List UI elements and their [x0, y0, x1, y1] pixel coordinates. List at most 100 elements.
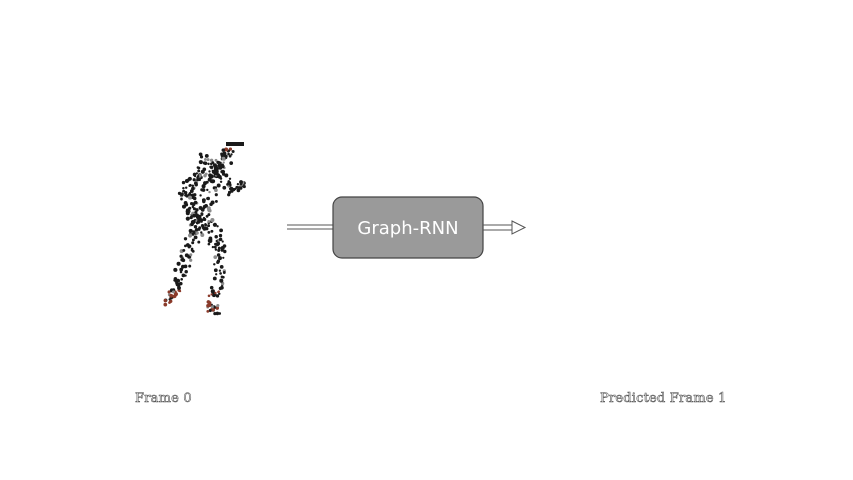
- point-cloud-dot: [218, 256, 222, 261]
- point-cloud-dot: [234, 187, 237, 191]
- point-cloud-dot: [209, 202, 213, 207]
- point-cloud-dot: [180, 278, 183, 281]
- point-cloud-dot: [181, 273, 186, 278]
- point-cloud-dot: [198, 226, 202, 230]
- point-cloud-dot: [217, 174, 222, 179]
- point-cloud-dot: [210, 175, 214, 179]
- point-cloud-dot: [228, 154, 232, 158]
- point-cloud-dot: [212, 163, 217, 168]
- point-cloud-dot: [219, 272, 222, 275]
- point-cloud-dot: [221, 240, 224, 243]
- point-cloud-dot: [223, 249, 227, 254]
- point-cloud-dot: [222, 256, 225, 259]
- point-cloud-dot: [224, 173, 229, 178]
- point-cloud-dot: [214, 171, 219, 176]
- point-cloud-dot: [207, 219, 211, 223]
- point-cloud-dot: [192, 213, 196, 218]
- point-cloud-dot: [208, 238, 213, 244]
- point-cloud-dot: [184, 244, 187, 248]
- point-cloud-dot: [219, 228, 224, 233]
- point-cloud-dot: [211, 245, 215, 249]
- point-cloud-dot: [176, 282, 181, 287]
- point-cloud-dot: [195, 208, 199, 212]
- point-cloud-dot: [204, 223, 207, 227]
- point-cloud-dot: [191, 193, 195, 198]
- point-cloud-dot: [192, 207, 196, 211]
- point-cloud-dot: [204, 153, 209, 158]
- point-cloud-dot: [189, 201, 194, 206]
- point-cloud-dot: [217, 248, 221, 252]
- point-cloud-dot: [229, 161, 234, 165]
- point-cloud-dot: [203, 217, 207, 222]
- point-cloud-dot: [208, 208, 212, 213]
- point-cloud-dot: [163, 302, 168, 307]
- point-cloud-dot: [218, 233, 223, 238]
- point-cloud-dot: [209, 165, 214, 169]
- point-cloud-dot: [183, 264, 188, 269]
- point-cloud-dot: [199, 155, 204, 159]
- point-cloud-dot: [236, 188, 241, 193]
- point-cloud-dot: [175, 278, 181, 283]
- point-cloud-dot: [207, 230, 211, 234]
- point-cloud-dot: [193, 181, 198, 186]
- point-cloud-dot: [214, 291, 217, 295]
- point-cloud-dot: [219, 265, 224, 269]
- point-cloud-dot: [182, 248, 186, 252]
- point-cloud-dot: [182, 186, 185, 190]
- point-cloud-dot: [183, 237, 188, 241]
- point-cloud-dot: [181, 204, 187, 209]
- point-cloud-dot: [215, 311, 220, 316]
- point-cloud-dot: [210, 305, 214, 309]
- point-cloud-dot: [196, 174, 200, 178]
- point-cloud-dot: [222, 161, 225, 164]
- point-cloud-dot: [188, 244, 191, 247]
- point-cloud-dot: [191, 241, 195, 245]
- point-cloud-dot: [212, 276, 217, 281]
- point-cloud-dot: [207, 242, 211, 246]
- point-cloud-dot: [222, 271, 226, 274]
- point-cloud-dot: [215, 168, 218, 171]
- point-cloud-dot: [179, 192, 184, 197]
- point-cloud-dot: [226, 181, 231, 186]
- input-frame-caption: Frame 0: [135, 391, 192, 407]
- point-cloud-dot: [188, 184, 192, 187]
- point-cloud-dot: [213, 268, 218, 273]
- point-cloud-dot: [187, 176, 192, 181]
- point-cloud-dot: [206, 188, 209, 192]
- point-cloud-dot: [174, 268, 178, 272]
- point-cloud-dot: [171, 290, 176, 294]
- point-cloud-dot: [191, 184, 195, 188]
- point-cloud-dot: [200, 188, 204, 192]
- point-cloud-dot: [185, 186, 188, 189]
- point-cloud-dot: [239, 183, 243, 186]
- point-cloud-dot: [195, 172, 199, 175]
- point-cloud-dot: [228, 177, 232, 181]
- point-cloud-dot: [217, 290, 220, 294]
- point-cloud-dot: [214, 199, 218, 203]
- point-cloud-dot: [217, 246, 221, 250]
- point-cloud-dot: [209, 162, 213, 166]
- point-cloud-dot: [220, 245, 225, 251]
- point-cloud-dot: [178, 289, 182, 293]
- point-cloud-dot: [207, 303, 212, 308]
- point-cloud-dot: [206, 196, 210, 201]
- point-cloud-dot: [215, 273, 218, 276]
- point-cloud-dot: [227, 149, 231, 152]
- point-cloud-dot: [203, 173, 207, 178]
- point-cloud-dot: [183, 200, 188, 205]
- point-cloud-dot: [236, 183, 240, 186]
- point-cloud-dot: [202, 161, 207, 165]
- point-cloud-dot: [191, 238, 195, 242]
- point-cloud-dot: [188, 233, 193, 238]
- point-cloud-dot: [218, 237, 223, 242]
- point-cloud-dot: [227, 152, 230, 156]
- point-cloud-dot: [206, 310, 210, 313]
- point-cloud-dot: [214, 186, 218, 189]
- point-cloud-dot: [200, 169, 205, 174]
- point-cloud-dot: [213, 263, 216, 266]
- point-cloud-dot: [210, 289, 215, 294]
- point-cloud-dot: [192, 196, 197, 201]
- graph-rnn-box: Graph-RNN: [332, 196, 484, 259]
- point-cloud-dot: [187, 245, 191, 249]
- point-cloud-dot: [173, 279, 176, 282]
